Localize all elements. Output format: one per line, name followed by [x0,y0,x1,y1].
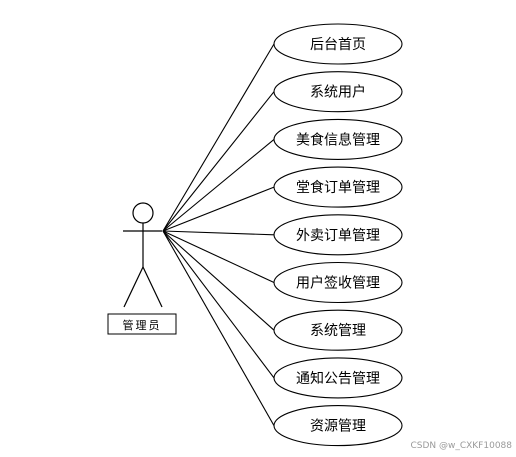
use-case-label: 通知公告管理 [296,370,380,387]
actor-label-box [107,313,177,335]
use-case: 通知公告管理 [273,357,403,399]
use-case: 外卖订单管理 [273,214,403,256]
use-case-ellipse [273,214,403,256]
use-case-ellipse [273,261,403,304]
use-case-ellipse [273,166,403,208]
actor-administrator: 管理员 [107,202,177,335]
use-case-ellipse [273,118,403,160]
use-case-ellipse [273,71,403,113]
use-case: 系统管理 [273,309,403,351]
watermark: CSDN @w_CXKF10088 [410,441,512,451]
use-case-label: 堂食订单管理 [296,179,380,196]
use-case-label: 外卖订单管理 [296,228,380,244]
association-lines [162,43,275,426]
use-case: 堂食订单管理 [273,166,403,208]
actor-head [132,202,154,224]
use-case-ellipse [273,23,403,65]
actor-label: 管理员 [123,318,162,332]
use-case: 资源管理 [273,405,403,447]
use-case: 后台首页 [273,23,403,65]
use-case-label: 美食信息管理 [296,131,380,148]
association-line [162,186,275,232]
use-case-ellipse [273,405,403,447]
use-case: 系统用户 [273,71,403,113]
use-case: 用户签收管理 [273,261,403,304]
association-line [162,230,275,331]
use-case-label: 资源管理 [310,419,366,435]
association-line [162,91,275,232]
association-line [162,230,275,283]
association-line [162,138,275,232]
actor-right-leg [142,266,163,308]
actor-left-leg [123,266,144,308]
association-line [162,230,275,236]
use-case: 美食信息管理 [273,118,403,160]
use-case-ellipse [273,357,403,399]
association-line [162,43,275,232]
use-case-label: 系统管理 [310,323,366,339]
association-line [162,230,275,426]
association-line [162,230,275,379]
use-case-label: 用户签收管理 [296,275,380,292]
use-case-list: 后台首页系统用户美食信息管理堂食订单管理外卖订单管理用户签收管理系统管理通知公告… [273,23,403,447]
use-case-ellipse [273,309,403,351]
use-case-label: 系统用户 [310,84,366,101]
use-case-label: 后台首页 [310,37,366,53]
